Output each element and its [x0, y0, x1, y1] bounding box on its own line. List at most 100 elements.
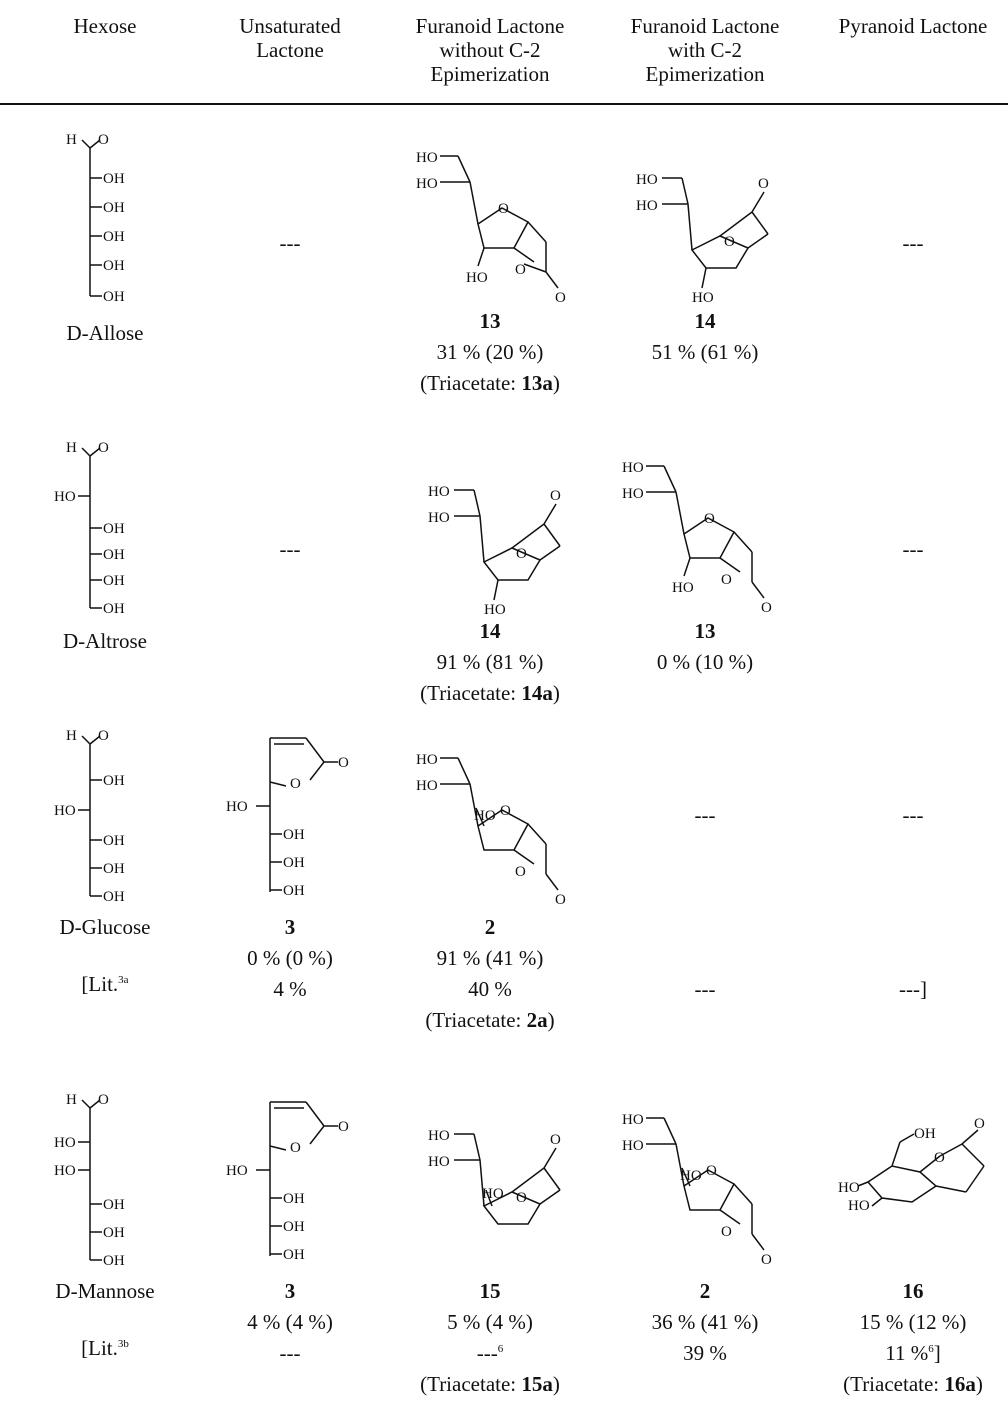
fischer-projection-mannose: H O HO HO OH OH OH	[52, 1092, 152, 1277]
svg-text:O: O	[721, 572, 732, 588]
fur1-cell: 13 31 % (20 %) (Triacetate: 13a)	[420, 309, 560, 395]
svg-text:O: O	[515, 262, 526, 278]
svg-text:HO: HO	[680, 1168, 702, 1184]
svg-text:OH: OH	[103, 171, 125, 187]
svg-text:OH: OH	[103, 1225, 125, 1241]
svg-text:HO: HO	[428, 1154, 450, 1170]
svg-text:O: O	[550, 1132, 561, 1148]
header-furanoid-lactone-without-epimerization: Furanoid Lactone without C-2 Epimerizati…	[415, 14, 565, 86]
svg-text:HO: HO	[416, 752, 438, 768]
svg-text:HO: HO	[474, 808, 496, 824]
svg-text:OH: OH	[103, 833, 125, 849]
fischer-projection-allose: H O OH OH OH OH OH	[58, 128, 148, 323]
svg-text:O: O	[761, 600, 772, 616]
fischer-projection-glucose: H O OH HO OH OH OH	[52, 728, 152, 913]
fur2-lit: ---	[694, 977, 716, 1001]
svg-text:HO: HO	[838, 1180, 860, 1196]
svg-text:O: O	[338, 1119, 349, 1135]
atom-o: O	[98, 132, 109, 148]
svg-text:HO: HO	[226, 799, 248, 815]
furanoid-lactone-structure: HO HO O O HO	[420, 476, 590, 631]
atom-h: H	[66, 132, 77, 148]
svg-text:HO: HO	[622, 1112, 644, 1128]
svg-text:OH: OH	[283, 855, 305, 871]
hexose-name: D-Allose	[66, 321, 144, 345]
header-rule	[0, 103, 1008, 105]
svg-text:HO: HO	[672, 580, 694, 596]
fur2-cell: ---	[694, 803, 716, 827]
pyranoid-lactone-dash: ---	[902, 537, 924, 561]
svg-text:HO: HO	[226, 1163, 248, 1179]
pyr-lit: ---]	[899, 977, 927, 1001]
svg-text:HO: HO	[636, 172, 658, 188]
fur1-cell: 14 91 % (81 %) (Triacetate: 14a)	[420, 619, 560, 705]
svg-text:HO: HO	[484, 602, 506, 618]
svg-text:O: O	[721, 1224, 732, 1240]
pyranoid-lactone-dash: ---	[902, 803, 924, 827]
svg-text:HO: HO	[54, 1163, 76, 1179]
svg-text:HO: HO	[54, 1135, 76, 1151]
svg-text:HO: HO	[54, 489, 76, 505]
furanoid-lactone-structure: HO HO O HO O	[420, 1120, 590, 1275]
svg-text:O: O	[974, 1116, 985, 1132]
svg-text:OH: OH	[103, 601, 125, 617]
svg-text:OH: OH	[103, 1253, 125, 1269]
svg-text:HO: HO	[466, 270, 488, 286]
svg-text:O: O	[555, 892, 566, 908]
header-hexose: Hexose	[73, 14, 137, 38]
svg-text:HO: HO	[428, 484, 450, 500]
svg-text:HO: HO	[622, 1138, 644, 1154]
svg-text:OH: OH	[103, 547, 125, 563]
svg-text:O: O	[98, 1092, 109, 1108]
unsaturated-lactone-dash: ---	[279, 231, 301, 255]
svg-text:OH: OH	[914, 1126, 936, 1142]
header-furanoid-lactone-with-epimerization: Furanoid Lactone with C-2 Epimerization	[630, 14, 780, 86]
svg-text:O: O	[934, 1150, 945, 1166]
svg-text:HO: HO	[622, 486, 644, 502]
svg-text:O: O	[290, 1140, 301, 1156]
svg-text:OH: OH	[103, 289, 125, 305]
svg-text:O: O	[290, 776, 301, 792]
unsaturated-lactone-structure: O O HO OH OH OH	[220, 722, 370, 907]
svg-text:OH: OH	[103, 200, 125, 216]
svg-text:HO: HO	[428, 1128, 450, 1144]
svg-text:OH: OH	[103, 229, 125, 245]
fischer-projection-altrose: H O HO OH OH OH OH	[52, 440, 152, 625]
svg-text:OH: OH	[103, 773, 125, 789]
furanoid-lactone-epimerized-structure: HO HO O HO O O	[618, 446, 788, 621]
svg-text:HO: HO	[482, 1186, 504, 1202]
header-unsaturated-lactone: Unsaturated Lactone	[239, 14, 341, 62]
svg-text:OH: OH	[283, 1247, 305, 1263]
unsaturated-lactone-dash: ---	[279, 537, 301, 561]
fur1-cell: 2 91 % (41 %) 40 % (Triacetate: 2a)	[425, 915, 555, 1032]
svg-text:O: O	[98, 728, 109, 744]
svg-text:OH: OH	[103, 573, 125, 589]
svg-text:HO: HO	[848, 1198, 870, 1214]
svg-text:OH: OH	[103, 861, 125, 877]
svg-text:O: O	[704, 511, 715, 527]
svg-text:O: O	[706, 1163, 717, 1179]
svg-text:HO: HO	[54, 803, 76, 819]
svg-text:OH: OH	[283, 1191, 305, 1207]
svg-text:O: O	[550, 488, 561, 504]
svg-text:OH: OH	[283, 827, 305, 843]
unsaturated-lactone-structure: O O HO OH OH OH	[220, 1086, 370, 1271]
svg-text:HO: HO	[428, 510, 450, 526]
svg-text:OH: OH	[103, 258, 125, 274]
hexose-name: D-Glucose [Lit.3a	[59, 915, 151, 996]
svg-text:O: O	[555, 290, 566, 306]
svg-text:O: O	[338, 755, 349, 771]
hexose-name: D-Altrose	[63, 629, 147, 653]
svg-text:O: O	[761, 1252, 772, 1268]
fur2-cell: 14 51 % (61 %)	[651, 309, 759, 364]
svg-text:H: H	[66, 440, 77, 456]
svg-text:HO: HO	[636, 198, 658, 214]
svg-text:O: O	[516, 1190, 527, 1206]
svg-text:O: O	[500, 803, 511, 819]
fur2-cell: 2 36 % (41 %) 39 %	[651, 1279, 759, 1365]
svg-text:OH: OH	[283, 883, 305, 899]
svg-text:HO: HO	[416, 150, 438, 166]
svg-text:OH: OH	[103, 889, 125, 905]
unsat-cell: 3 0 % (0 %) 4 %	[247, 915, 333, 1001]
fur2-cell: 13 0 % (10 %)	[656, 619, 754, 674]
